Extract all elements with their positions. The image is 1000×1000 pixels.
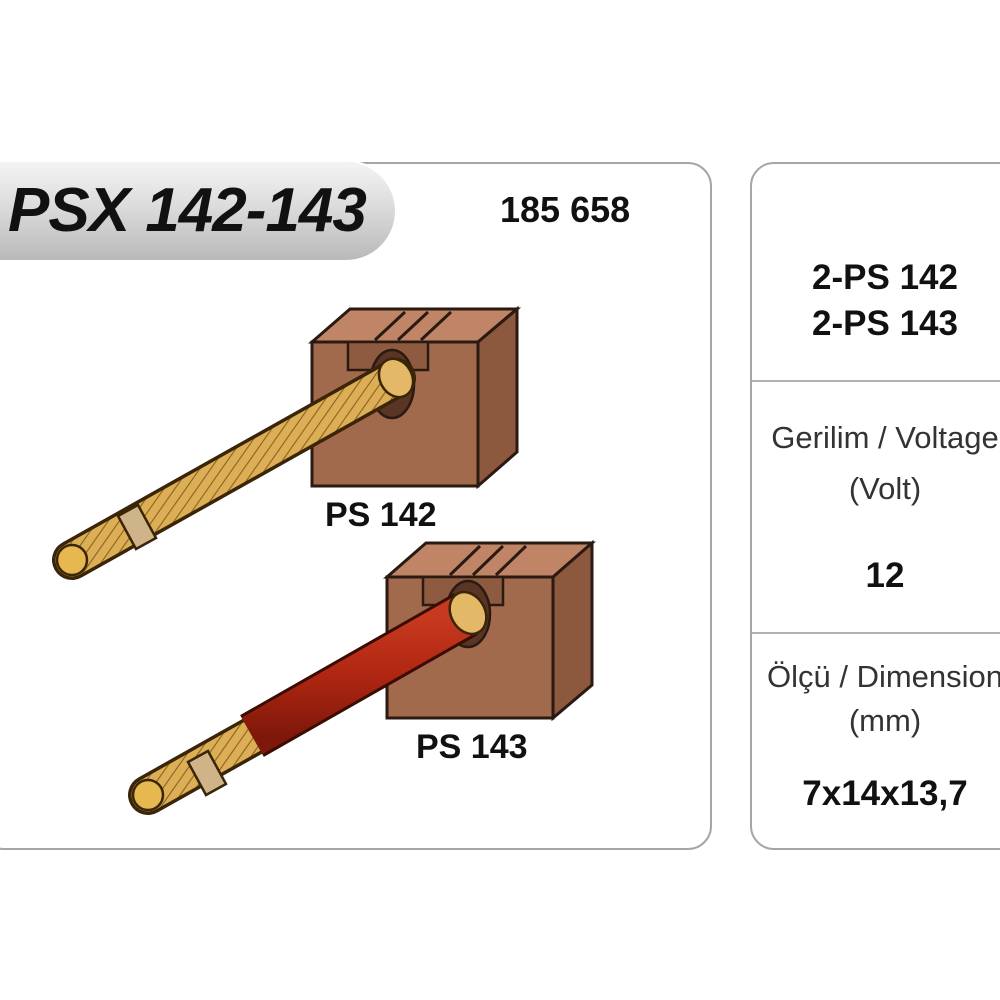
copper-lead-ps142 <box>52 357 416 580</box>
spec-divider <box>752 632 1000 634</box>
copper-lead-ps143 <box>128 590 488 815</box>
title-tab <box>0 162 395 260</box>
spec-panel <box>750 162 1000 850</box>
dimension-unit: (mm) <box>848 703 922 738</box>
voltage-label: Gerilim / Voltage <box>771 420 999 455</box>
voltage-value: 12 <box>865 556 905 595</box>
product-card <box>0 162 712 850</box>
kit-item-ps142: 2-PS 142 <box>812 258 958 297</box>
part-label-ps143: PS 143 <box>416 728 528 766</box>
dimension-label: Ölçü / Dimension <box>766 659 1000 694</box>
part-label-ps142: PS 142 <box>325 496 437 534</box>
product-title: PSX 142-143 <box>8 176 367 245</box>
kit-item-ps143: 2-PS 143 <box>812 304 958 343</box>
spec-divider <box>752 380 1000 382</box>
voltage-unit: (Volt) <box>848 471 922 506</box>
product-code: 185 658 <box>500 189 631 230</box>
dimension-value: 7x14x13,7 <box>802 774 968 813</box>
